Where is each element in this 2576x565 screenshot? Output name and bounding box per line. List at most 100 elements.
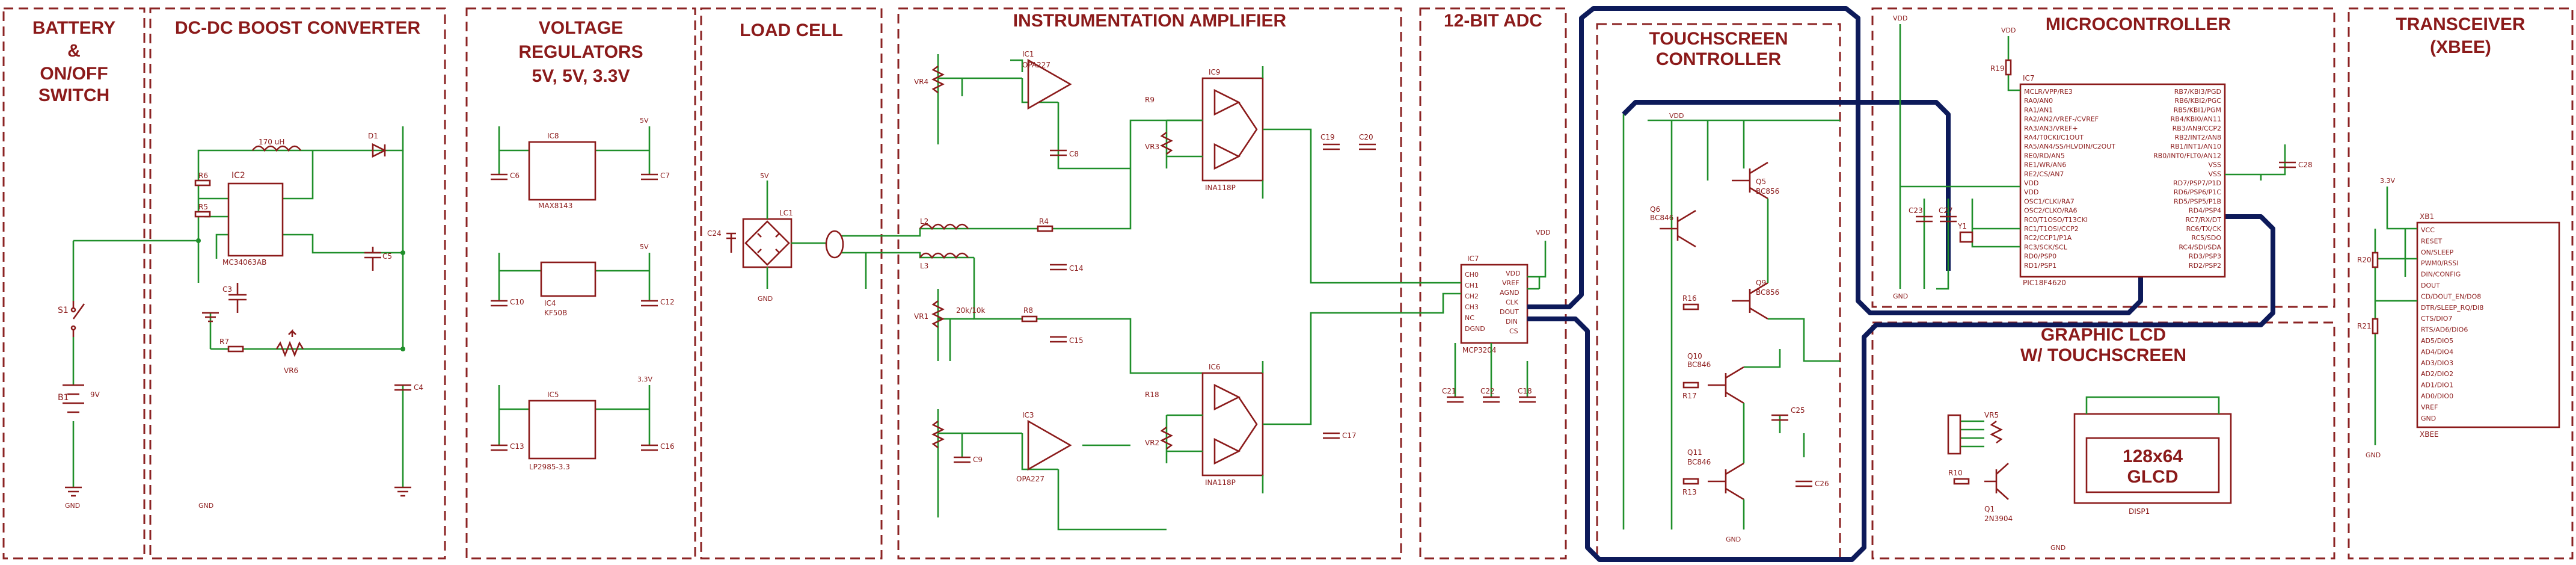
- mcu-pin-left-14: RC0/T1OSO/T13CKI: [2024, 216, 2088, 224]
- xbee-bottom-label: XBEE: [2420, 430, 2439, 439]
- r9-label: R9: [1145, 96, 1155, 104]
- r13-label: R13: [1682, 488, 1697, 496]
- mcu-pin-right-19: RD2/PSP2: [2189, 262, 2221, 270]
- regulators-section-frame: [465, 7, 696, 560]
- xbee-pin-13: AD2/DIO2: [2421, 370, 2453, 378]
- ic6-label: IC6: [1209, 363, 1221, 371]
- r6-label: R6: [198, 171, 208, 180]
- ic4-label: IC4: [544, 299, 556, 307]
- mcu-label: IC7: [2023, 74, 2035, 82]
- lcd-disp-label: DISP1: [2129, 507, 2150, 516]
- c7-label: C7: [660, 171, 670, 180]
- vr1-value: 20k/10k: [956, 306, 986, 315]
- xbee-pin-1: RESET: [2421, 237, 2443, 245]
- vr4-label: VR4: [914, 78, 928, 86]
- mcu-right-pin-labels: RB7/KBI3/PGDRB6/KBI2/PGCRB5/KBI1/PGMRB4/…: [2153, 88, 2222, 270]
- ic1-label: IC1: [1022, 50, 1034, 58]
- r4-label: R4: [1039, 217, 1049, 226]
- glcd-title-1: GRAPHIC LCD: [2041, 325, 2166, 345]
- vr6-label: VR6: [284, 366, 298, 375]
- xbee-pin-10: AD5/DIO5: [2421, 337, 2453, 345]
- l1-value: 170 uH: [259, 138, 284, 146]
- c25-label: C25: [1791, 406, 1805, 415]
- mcu-pin-left-4: RA3/AN3/VREF+: [2024, 125, 2078, 132]
- boost-gnd-label: GND: [198, 502, 213, 510]
- mcu-pin-left-15: RC1/T1OSI/CCP2: [2024, 225, 2079, 233]
- mcu-pin-right-5: RB2/INT2/AN8: [2174, 134, 2221, 141]
- battery-title-3: ON/OFF: [40, 64, 108, 84]
- q1-name: 2N3904: [1984, 514, 2013, 523]
- mcu-pin-right-15: RC6/TX/CK: [2186, 225, 2222, 233]
- xbee-section-frame: [2348, 7, 2574, 560]
- mcu-pin-left-12: OSC1/CLKI/RA7: [2024, 197, 2075, 205]
- ic5-name: LP2985-3.3: [529, 463, 570, 471]
- glcd-circuit: 128x64 GLCD DISP1 VR5 Q1 2N3904 R10 GND: [1947, 396, 2232, 552]
- mcu-gnd-label: GND: [1893, 292, 1908, 300]
- xbee-gnd-label: GND: [2366, 451, 2381, 459]
- ic8-name: MAX8143: [538, 202, 572, 210]
- q10-name: BC846: [1687, 360, 1711, 369]
- battery-voltage: 9V: [90, 391, 100, 399]
- adc-chip: [1460, 264, 1529, 344]
- lcd-screen: [2085, 437, 2220, 493]
- r21-label: R21: [2357, 322, 2372, 330]
- ic9-label: IC9: [1209, 68, 1221, 76]
- q1-label: Q1: [1984, 505, 1995, 513]
- mcu-pin-right-16: RC5/SDO: [2191, 234, 2221, 242]
- ic4-box: [540, 261, 596, 297]
- touch-title-1: TOUCHSCREEN: [1649, 29, 1788, 49]
- battery-title-1: BATTERY: [32, 18, 115, 38]
- mcu-vdd2-label: VDD: [2001, 26, 2016, 34]
- mcu-pin-right-6: RB1/INT1/AN10: [2170, 143, 2221, 150]
- y1-label: Y1: [1957, 222, 1967, 230]
- c13-label: C13: [510, 442, 524, 451]
- xbee-circuit: XB1 XBEE VCCRESETON/SLEEPPWM0/RSSIDIN/CO…: [2357, 177, 2560, 459]
- xbee-label: XB1: [2420, 212, 2434, 221]
- mcu-pin-left-6: RA5/AN4/SS/HLVDIN/C2OUT: [2024, 143, 2115, 150]
- adc-pin-r1: VREF: [1502, 279, 1519, 287]
- q11-label: Q11: [1687, 448, 1702, 457]
- xbee-title-2: (XBEE): [2430, 37, 2491, 57]
- mcu-pin-left-8: RE1/WR/AN6: [2024, 161, 2066, 169]
- vr2-label: VR2: [1145, 439, 1159, 447]
- c20-label: C20: [1359, 133, 1373, 141]
- inamp-circuit: L2 L3 IC1 OPA227 VR4 R4 C8 C14 C15 VR1 2…: [884, 50, 1401, 531]
- adc-vdd-label: VDD: [1536, 229, 1550, 236]
- xbee-pin-16: VREF: [2421, 403, 2438, 411]
- mcu-pin-right-10: RD7/PSP7/P1D: [2173, 179, 2221, 187]
- c22-label: C22: [1480, 387, 1495, 395]
- mcu-pin-left-9: RE2/CS/AN7: [2024, 170, 2064, 178]
- battery-section-frame: [2, 7, 146, 560]
- c8-label: C8: [1069, 150, 1079, 158]
- battery-circuit: S1 B1 9V GND: [58, 239, 144, 510]
- xbee-pin-17: GND: [2421, 415, 2436, 422]
- regulators-title-1: VOLTAGE: [539, 18, 624, 38]
- reg3-out-label: 3.3V: [637, 375, 652, 383]
- q10-label: Q10: [1687, 352, 1702, 360]
- r7-label: R7: [219, 338, 229, 346]
- adc-pin-l2: CH2: [1465, 292, 1479, 300]
- mcu-pin-right-11: RD6/PSP6/P1C: [2174, 188, 2221, 196]
- xbee-pin-15: AD0/DIO0: [2421, 392, 2453, 400]
- l3-label: L3: [920, 262, 928, 270]
- mcu-pin-left-7: RE0/RD/AN5: [2024, 152, 2065, 159]
- mcu-pin-right-3: RB4/KBI0/AN11: [2171, 116, 2221, 123]
- mcu-pin-right-9: VSS: [2209, 170, 2222, 178]
- adc-pin-l0: CH0: [1465, 271, 1479, 279]
- loadcell-title: LOAD CELL: [740, 20, 843, 40]
- adc-circuit: IC7 MCP3204 CH0 CH1 CH2 CH3 NC DGND VDD …: [1401, 229, 1550, 403]
- mcu-pin-right-12: RD5/PSP5/P1B: [2174, 197, 2221, 205]
- loadcell-circuit: LC1 C24 5V GND: [707, 172, 884, 303]
- ic1-name: OPA227: [1022, 61, 1050, 69]
- touch-vdd-label: VDD: [1669, 112, 1684, 120]
- touch-circuit: Q6 BC846 Q5 BC856 Q9 BC856 Q10 BC846 Q11…: [1622, 112, 1840, 543]
- xbee-title-1: TRANSCEIVER: [2396, 14, 2525, 34]
- mcu-pin-left-2: RA1/AN1: [2024, 106, 2053, 114]
- xbee-pin-3: PWM0/RSSI: [2421, 259, 2459, 267]
- ic9-name: INA118P: [1205, 184, 1236, 192]
- r16-label: R16: [1682, 294, 1697, 303]
- regulators-title-2: REGULATORS: [518, 42, 643, 62]
- mcu-title: MICROCONTROLLER: [2046, 14, 2231, 34]
- ic4-name: KF50B: [544, 309, 567, 317]
- loadcell-gnd-label: GND: [758, 295, 773, 303]
